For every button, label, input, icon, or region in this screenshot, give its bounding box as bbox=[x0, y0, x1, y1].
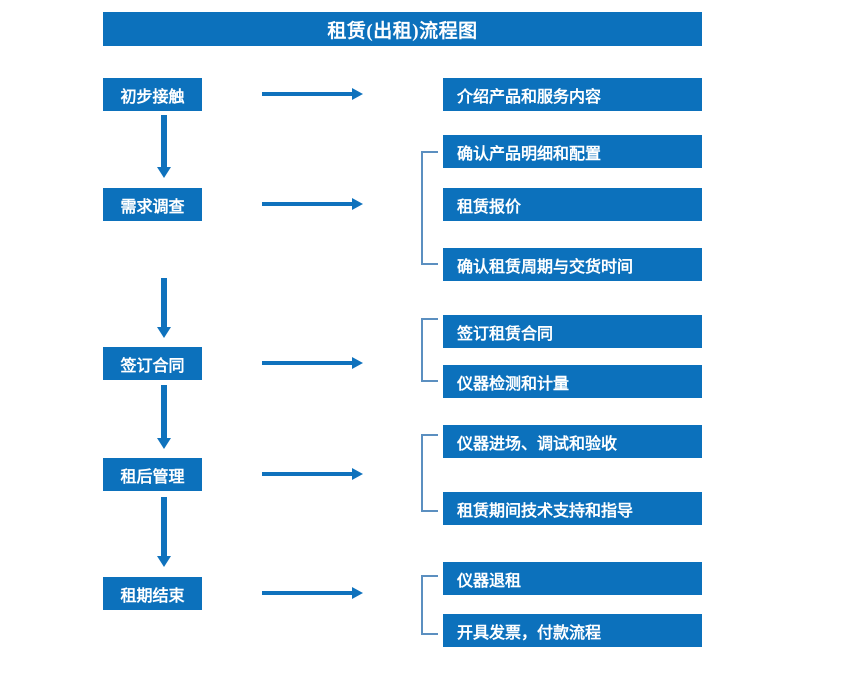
stage-box-3[interactable]: 签订合同 bbox=[103, 347, 202, 380]
arrow-shaft bbox=[262, 591, 352, 595]
arrow-shaft bbox=[262, 361, 352, 365]
arrow-shaft bbox=[262, 472, 352, 476]
vertical-arrow-3 bbox=[157, 385, 171, 449]
group-bracket-3 bbox=[421, 434, 438, 512]
stage-box-5[interactable]: 租期结束 bbox=[103, 577, 202, 610]
vertical-arrow-2 bbox=[157, 278, 171, 338]
arrow-shaft bbox=[161, 385, 167, 438]
detail-box-4[interactable]: 确认租赁周期与交货时间 bbox=[443, 248, 702, 281]
detail-box-3[interactable]: 租赁报价 bbox=[443, 188, 702, 221]
arrow-shaft bbox=[161, 115, 167, 167]
detail-box-5[interactable]: 签订租赁合同 bbox=[443, 315, 702, 348]
detail-box-1[interactable]: 介绍产品和服务内容 bbox=[443, 78, 702, 111]
detail-box-8[interactable]: 租赁期间技术支持和指导 bbox=[443, 492, 702, 525]
arrow-head bbox=[157, 167, 171, 178]
horizontal-arrow-2 bbox=[262, 198, 363, 210]
arrow-head bbox=[352, 198, 363, 210]
horizontal-arrow-1 bbox=[262, 88, 363, 100]
arrow-head bbox=[352, 357, 363, 369]
arrow-head bbox=[352, 88, 363, 100]
horizontal-arrow-5 bbox=[262, 587, 363, 599]
stage-box-2[interactable]: 需求调查 bbox=[103, 188, 202, 221]
horizontal-arrow-3 bbox=[262, 357, 363, 369]
arrow-shaft bbox=[262, 92, 352, 96]
arrow-shaft bbox=[262, 202, 352, 206]
detail-box-9[interactable]: 仪器退租 bbox=[443, 562, 702, 595]
arrow-head bbox=[157, 327, 171, 338]
page-title: 租赁(出租)流程图 bbox=[103, 12, 702, 46]
detail-box-10[interactable]: 开具发票，付款流程 bbox=[443, 614, 702, 647]
group-bracket-2 bbox=[421, 318, 438, 382]
stage-box-4[interactable]: 租后管理 bbox=[103, 458, 202, 491]
vertical-arrow-4 bbox=[157, 497, 171, 567]
vertical-arrow-1 bbox=[157, 115, 171, 178]
arrow-shaft bbox=[161, 278, 167, 327]
detail-box-6[interactable]: 仪器检测和计量 bbox=[443, 365, 702, 398]
detail-box-2[interactable]: 确认产品明细和配置 bbox=[443, 135, 702, 168]
arrow-head bbox=[157, 556, 171, 567]
arrow-shaft bbox=[161, 497, 167, 556]
arrow-head bbox=[352, 468, 363, 480]
stage-box-1[interactable]: 初步接触 bbox=[103, 78, 202, 111]
arrow-head bbox=[352, 587, 363, 599]
group-bracket-4 bbox=[421, 575, 438, 635]
horizontal-arrow-4 bbox=[262, 468, 363, 480]
group-bracket-1 bbox=[421, 151, 438, 265]
detail-box-7[interactable]: 仪器进场、调试和验收 bbox=[443, 425, 702, 458]
arrow-head bbox=[157, 438, 171, 449]
